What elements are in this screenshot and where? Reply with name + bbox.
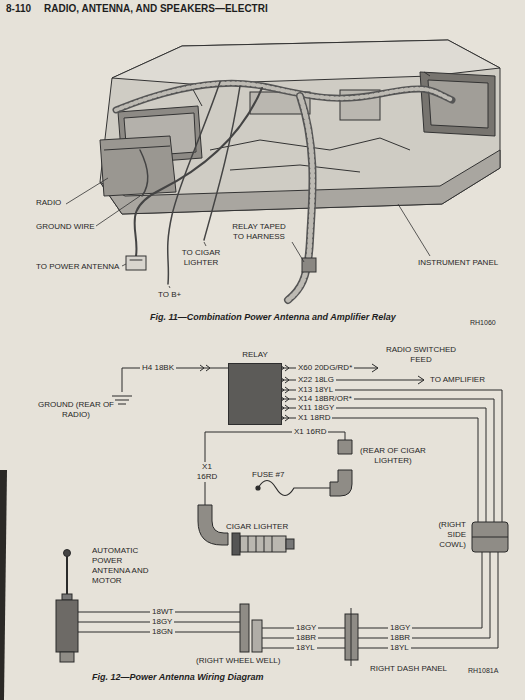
relay-box: RELAY [228,363,282,425]
wire-label: 18BR [294,633,318,643]
part-label: RADIO SWITCHED FEED [382,345,460,365]
part-label: (REAR OF CIGAR LIGHTER) [358,446,428,466]
instrument-panel [100,40,500,214]
part-label: TO CIGAR LIGHTER [178,248,224,268]
wire-label: 18BR [388,633,412,643]
part-label: RIGHT DASH PANEL [370,664,447,674]
wire-label: 18YL [294,643,317,653]
wire-label: X60 20DG/RD* [296,363,354,373]
wire-label: X11 18GY [296,403,336,413]
cigar-lighter [232,533,294,555]
part-label: CIGAR LIGHTER [226,522,288,532]
wiring [78,364,502,648]
part-label: GROUND WIRE [36,222,95,232]
wire-label: X22 18LG [296,375,336,385]
wire-label: X1 16RD [190,462,224,482]
figure-code: RH1081A [468,666,498,675]
part-label: (RIGHT WHEEL WELL) [196,656,280,666]
part-label: INSTRUMENT PANEL [418,258,498,268]
part-label: RADIO [36,198,61,208]
wire-label: X1 16RD [292,427,328,437]
part-label: TO B+ [158,290,181,300]
relay-label: RELAY [229,350,281,360]
wire-label: 18GY [388,623,412,633]
figure-code: RH1060 [470,318,496,327]
part-label: AUTOMATIC POWER ANTENNA AND MOTOR [92,546,160,586]
wire-label: 18GY [150,617,174,627]
fuse-symbol [256,481,300,496]
wire-label: X1 18RD [296,413,332,423]
part-label: FUSE #7 [252,470,284,480]
wiring-harness [116,82,452,300]
leader-line [66,178,430,288]
wire-label: H4 18BK [140,363,176,373]
page-header: RADIO, ANTENNA, AND SPEAKERS—ELECTRI [44,3,268,15]
page-header: 8-110 [6,3,31,15]
part-label: TO AMPLIFIER [430,375,485,385]
antenna-motor [56,550,78,663]
photo-edge [0,470,7,700]
part-label: GROUND (REAR OF RADIO) [36,400,116,420]
wire-label: 18YL [388,643,411,653]
wire-label: 18GY [294,623,318,633]
connector [198,440,508,666]
part-label: (RIGHT SIDE COWL) [420,520,466,550]
wire-label: 18GN [150,627,175,637]
figure-caption: Fig. 12—Power Antenna Wiring Diagram [92,672,264,683]
figure-caption: Fig. 11—Combination Power Antenna and Am… [150,312,396,323]
part-label: RELAY TAPED TO HARNESS [226,222,292,242]
part-label: TO POWER ANTENNA [36,262,119,272]
wire-label: 18WT [150,607,175,617]
